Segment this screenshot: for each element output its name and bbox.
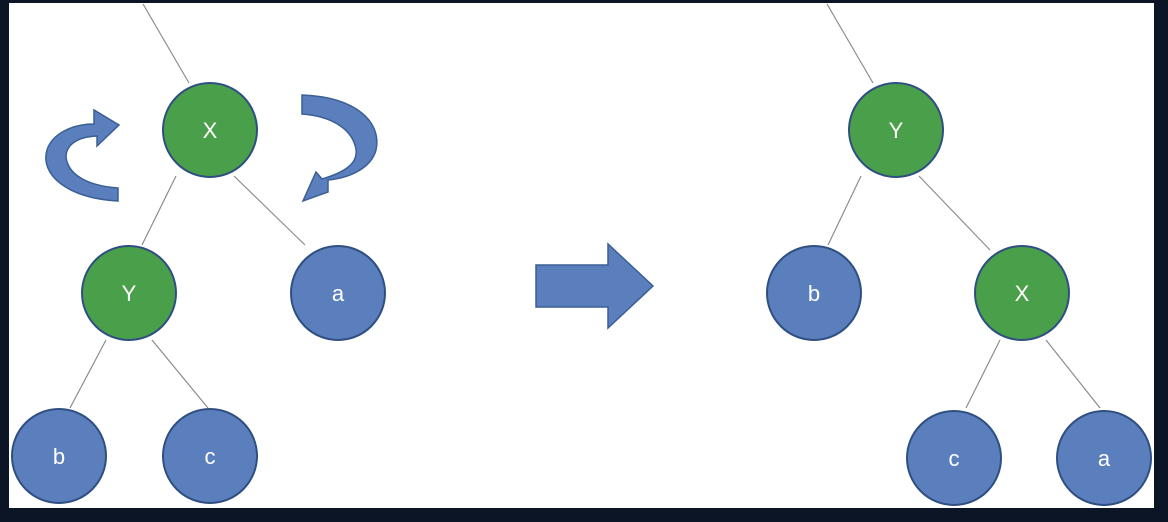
node-x: X: [162, 82, 258, 178]
edge-x-y: [141, 175, 177, 246]
edge-y-x: [918, 175, 991, 251]
node-b-label: b: [53, 444, 65, 469]
node-x-label: X: [203, 118, 218, 143]
node-a-label: a: [332, 281, 345, 306]
node-y-label: Y: [122, 281, 137, 306]
edge-x-c: [965, 339, 1001, 409]
edge-y-b: [69, 339, 107, 409]
edge-x-a: [233, 175, 306, 246]
edge-y-b: [827, 175, 862, 246]
rotate-left-arrow-icon: [45, 108, 121, 202]
node-x-after: X: [974, 245, 1070, 341]
node-b-after: b: [766, 245, 862, 341]
rotate-right-arrow-icon: [301, 94, 378, 203]
edge-x-a: [1045, 339, 1101, 409]
tree-before: X Y a b c: [11, 3, 386, 504]
edge-parent-x: [142, 3, 190, 84]
node-b: b: [11, 408, 107, 504]
node-c-label: c: [205, 444, 216, 469]
transform-arrow-icon: [535, 242, 655, 330]
node-x-after-label: X: [1015, 281, 1030, 306]
tree-after: Y b X c a: [766, 3, 1152, 506]
node-a: a: [290, 245, 386, 341]
node-c-after: c: [906, 410, 1002, 506]
node-y-after: Y: [848, 82, 944, 178]
node-c-after-label: c: [949, 446, 960, 471]
edge-y-c: [151, 339, 209, 409]
node-y-after-label: Y: [889, 118, 904, 143]
node-c: c: [162, 408, 258, 504]
node-y: Y: [81, 245, 177, 341]
node-b-after-label: b: [808, 281, 820, 306]
node-a-after-label: a: [1098, 446, 1111, 471]
node-a-after: a: [1056, 410, 1152, 506]
edge-parent-y: [826, 3, 874, 84]
